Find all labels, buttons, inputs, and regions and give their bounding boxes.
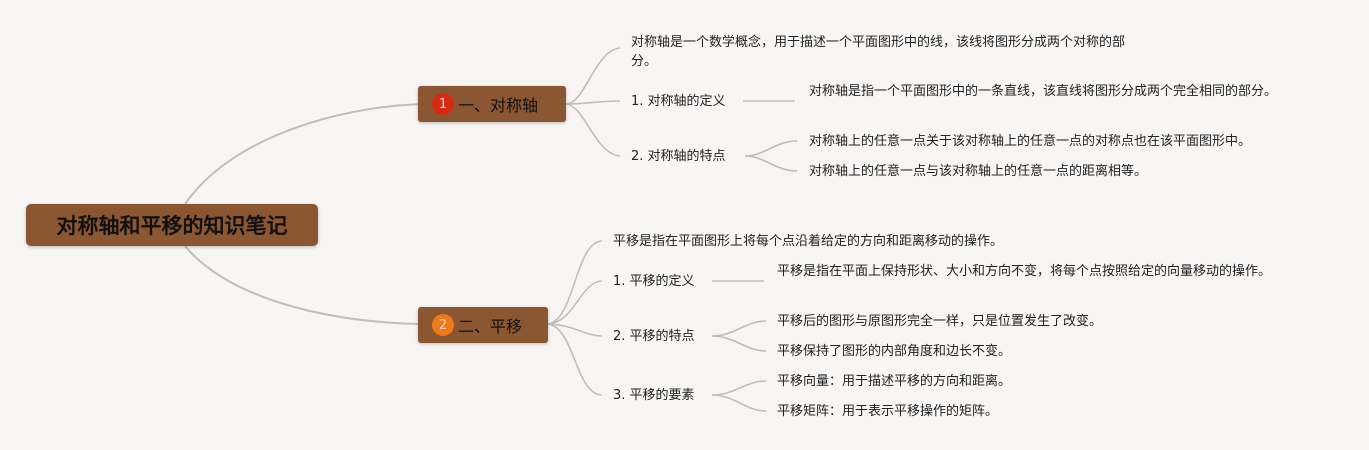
connector-b1-item2-detail2 (744, 155, 798, 172)
root-topic[interactable]: 对称轴和平移的知识笔记 (26, 204, 318, 246)
connector-b2-item3-detail1 (711, 380, 767, 396)
symmetry-axis-definition-detail: 对称轴是指一个平面图形中的一条直线，该直线将图形分成两个完全相同的部分。 (809, 84, 1278, 99)
translation-features-label[interactable]: 2. 平移的特点 (613, 329, 695, 344)
branch-label: 一、对称轴 (458, 96, 539, 115)
branch-translation[interactable]: 2 二、平移 (418, 307, 548, 343)
symmetry-axis-features-label[interactable]: 2. 对称轴的特点 (631, 149, 726, 164)
branch-number-badge: 2 (432, 314, 454, 336)
symmetry-axis-feature-1: 对称轴上的任意一点关于该对称轴上的任意一点的对称点也在该平面图形中。 (809, 134, 1252, 149)
connector-b1-item2-detail1 (744, 140, 798, 157)
connector-b2-item3-detail2 (711, 394, 767, 412)
translation-elements-label[interactable]: 3. 平移的要素 (613, 388, 695, 403)
translation-definition-label[interactable]: 1. 平移的定义 (613, 274, 695, 289)
connector-b1-item1 (565, 100, 621, 105)
connector-b2-item3 (547, 323, 603, 396)
connector-root-branch-1 (184, 103, 421, 205)
translation-feature-2: 平移保持了图形的内部角度和边长不变。 (777, 344, 1012, 359)
symmetry-axis-feature-2: 对称轴上的任意一点与该对称轴上的任意一点的距离相等。 (809, 164, 1148, 179)
connector-root-branch-2 (184, 245, 421, 325)
translation-intro: 平移是指在平面图形上将每个点沿着给定的方向和距离移动的操作。 (613, 234, 1004, 249)
symmetry-axis-definition-label[interactable]: 1. 对称轴的定义 (631, 94, 726, 109)
connector-b1-item2 (565, 103, 621, 157)
branch-number-badge: 1 (432, 93, 454, 115)
connector-b2-item1 (547, 280, 603, 325)
connector-b2-intro (547, 240, 603, 325)
translation-element-1: 平移向量：用于描述平移的方向和距离。 (777, 374, 1012, 389)
connector-b2-item2-detail2 (711, 335, 767, 352)
translation-element-2: 平移矩阵：用于表示平移操作的矩阵。 (777, 404, 999, 419)
connector-b1-intro (565, 47, 621, 105)
translation-feature-1: 平移后的图形与原图形完全一样，只是位置发生了改变。 (777, 314, 1103, 329)
translation-definition-detail: 平移是指在平面上保持形状、大小和方向不变，将每个点按照给定的向量移动的操作。 (777, 264, 1272, 279)
connector-b2-item2-detail1 (711, 320, 767, 337)
branch-label: 二、平移 (458, 317, 523, 336)
symmetry-axis-intro: 对称轴是一个数学概念，用于描述一个平面图形中的线，该线将图形分成两个对称的部分。 (631, 35, 1126, 69)
connector-b2-item2 (547, 323, 603, 337)
branch-symmetry-axis[interactable]: 1 一、对称轴 (418, 86, 566, 122)
